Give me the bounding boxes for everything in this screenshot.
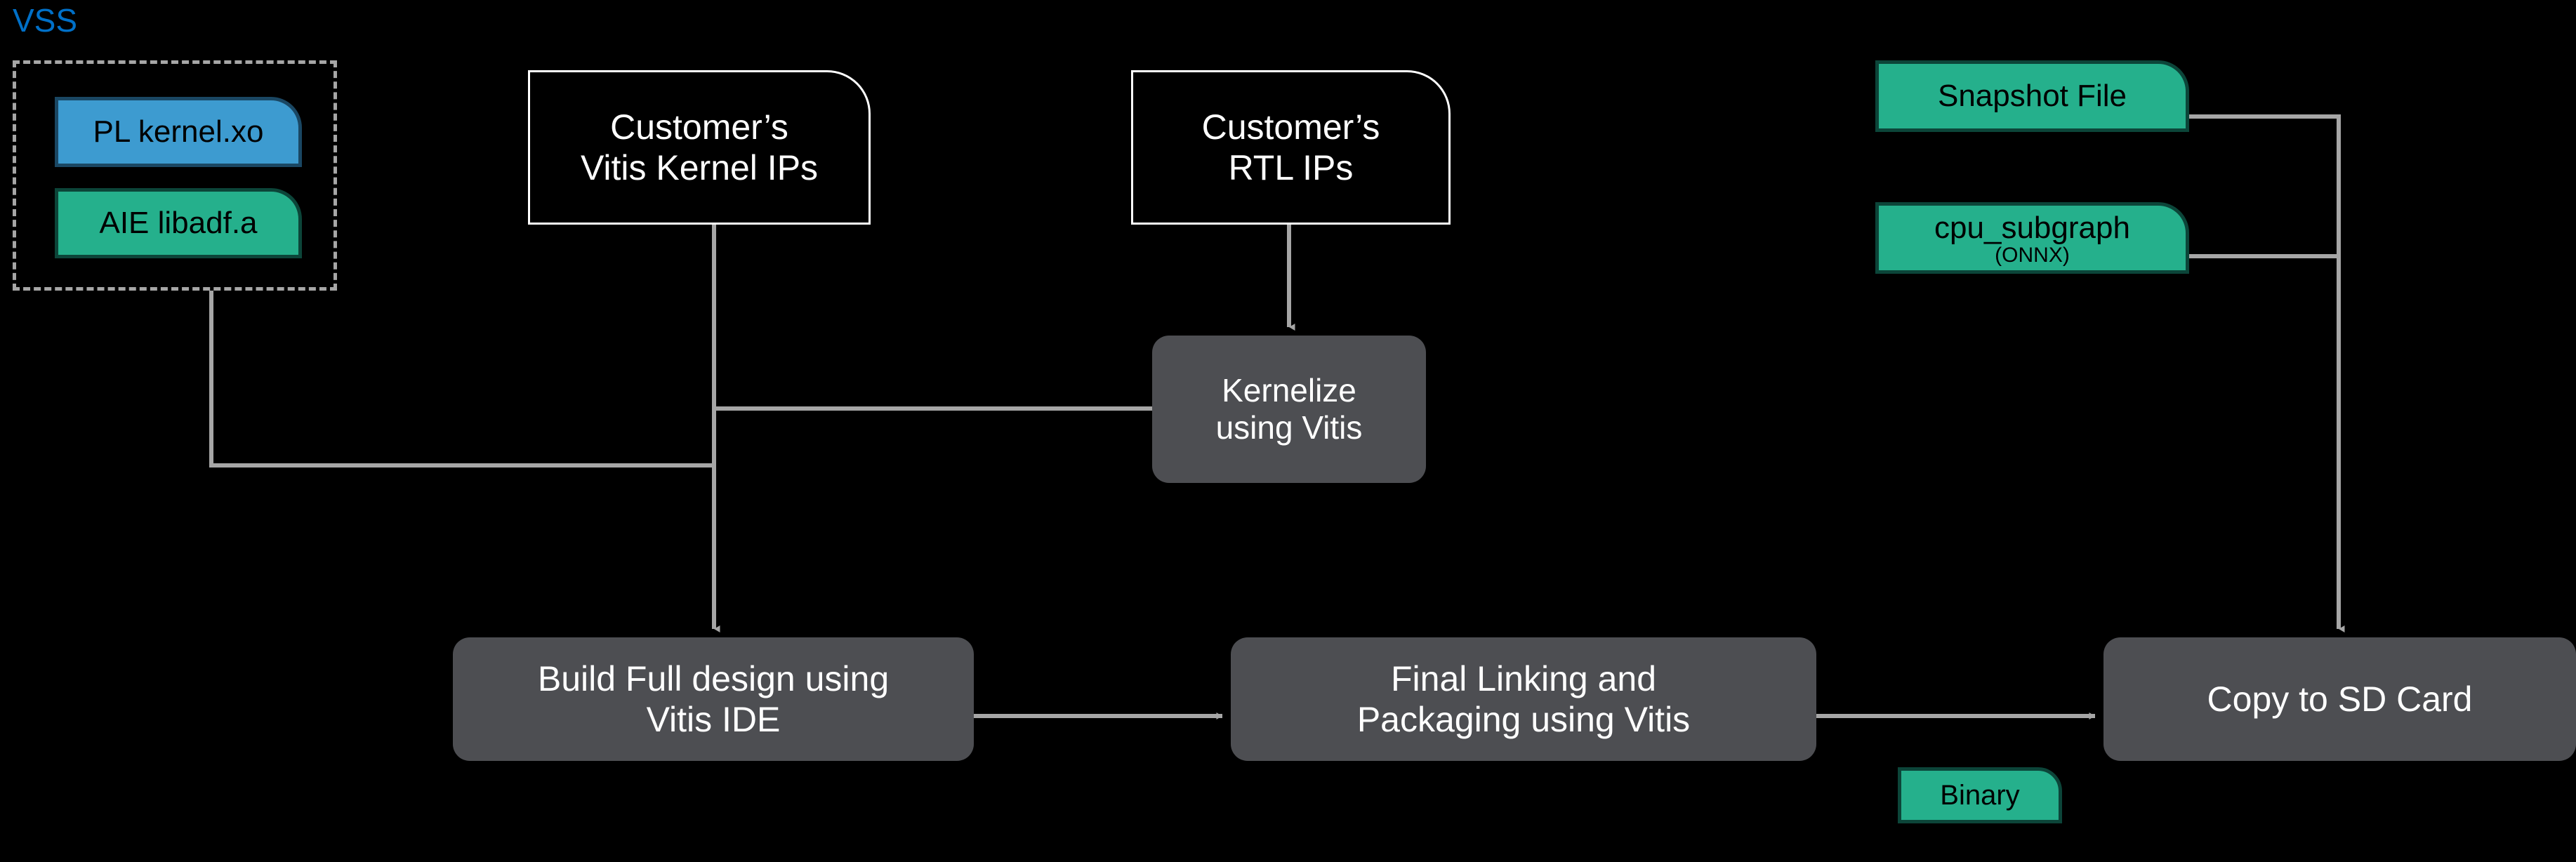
node-pl-kernel-xo[interactable]: PL kernel.xo <box>55 97 302 167</box>
node-cpu-subgraph-sublabel: (ONNX) <box>1995 243 2070 267</box>
node-copy-to-sd-card-line-1: Copy to SD Card <box>2207 679 2473 719</box>
node-copy-to-sd-card[interactable]: Copy to SD Card <box>2103 637 2576 761</box>
node-kernelize-using-vitis-line-2: using Vitis <box>1215 409 1363 446</box>
node-kernelize-using-vitis-line-1: Kernelize <box>1222 371 1356 409</box>
node-aie-libadf-a-label: AIE libadf.a <box>99 206 258 241</box>
node-kernelize-using-vitis[interactable]: Kernelize using Vitis <box>1152 336 1426 483</box>
node-final-linking-packaging-line-1: Final Linking and <box>1390 659 1657 698</box>
node-customer-vitis-kernel-ips[interactable]: Customer’s Vitis Kernel IPs <box>528 70 871 225</box>
connector-vss-to-build-bus <box>209 291 714 468</box>
node-final-linking-packaging-line-2: Packaging using Vitis <box>1356 700 1691 739</box>
node-snapshot-file[interactable]: Snapshot File <box>1875 60 2189 132</box>
node-final-linking-packaging[interactable]: Final Linking and Packaging using Vitis <box>1231 637 1816 761</box>
node-customer-rtl-ips-line-1: Customer’s <box>1201 107 1380 147</box>
node-customer-vitis-kernel-ips-line-2: Vitis Kernel IPs <box>580 148 819 187</box>
node-customer-rtl-ips[interactable]: Customer’s RTL IPs <box>1131 70 1451 225</box>
node-build-full-design[interactable]: Build Full design using Vitis IDE <box>453 637 974 761</box>
node-pl-kernel-xo-label: PL kernel.xo <box>93 114 264 150</box>
group-vss <box>13 60 337 291</box>
node-customer-vitis-kernel-ips-line-1: Customer’s <box>610 107 788 147</box>
node-cpu-subgraph-label: cpu_subgraph <box>1934 211 2130 246</box>
node-binary[interactable]: Binary <box>1898 767 2062 823</box>
node-build-full-design-line-2: Vitis IDE <box>646 700 781 739</box>
node-build-full-design-line-1: Build Full design using <box>537 659 890 698</box>
node-snapshot-file-label: Snapshot File <box>1937 79 2127 114</box>
node-aie-libadf-a[interactable]: AIE libadf.a <box>55 188 302 258</box>
connector-snapshot-to-sd <box>2189 114 2345 632</box>
node-customer-rtl-ips-line-2: RTL IPs <box>1228 148 1354 187</box>
node-binary-label: Binary <box>1940 779 2020 811</box>
node-cpu-subgraph[interactable]: cpu_subgraph (ONNX) <box>1875 202 2189 274</box>
group-vss-label: VSS <box>13 2 78 39</box>
